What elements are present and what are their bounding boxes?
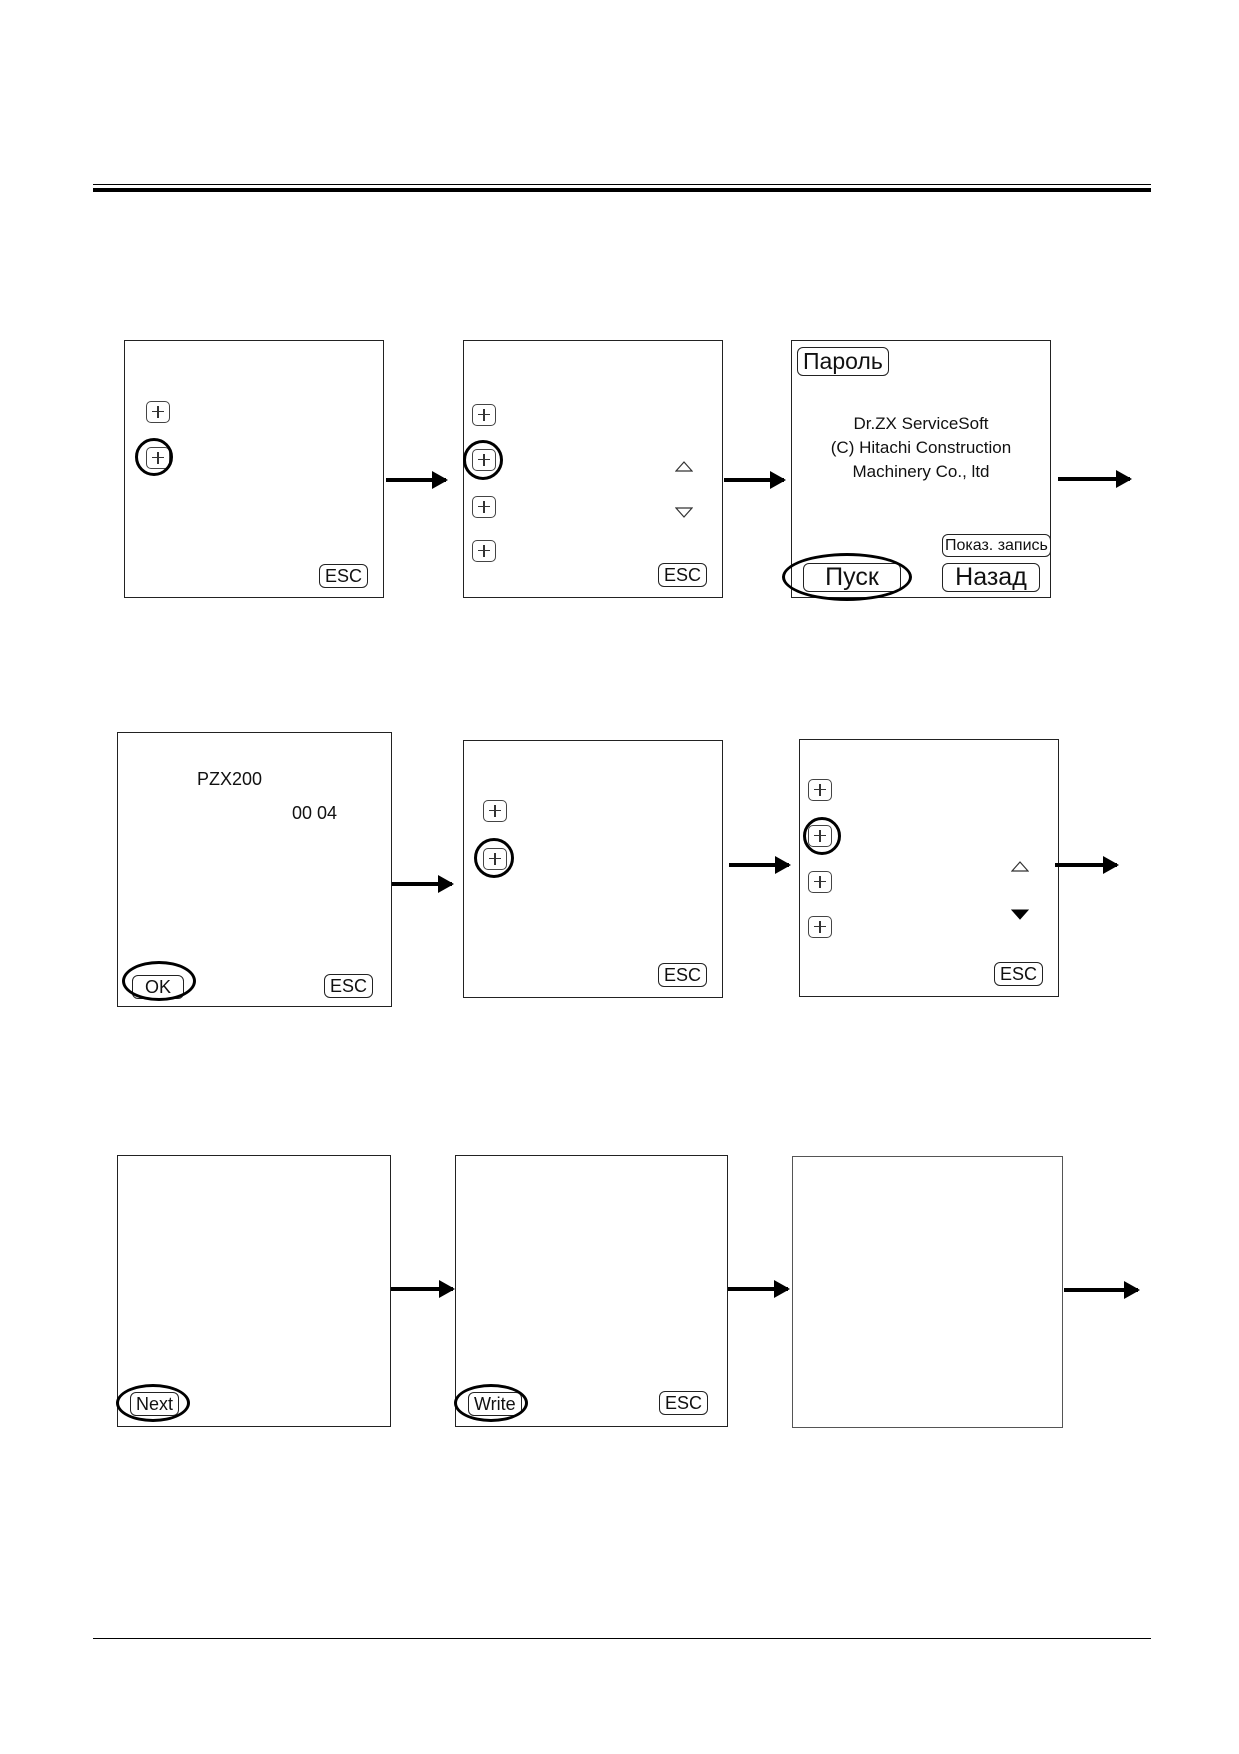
screen-3-splash: Пароль Dr.ZX ServiceSoft (C) Hitachi Con… [782, 340, 1051, 601]
start-button[interactable]: Пуск [803, 563, 901, 592]
flow-arrow [386, 471, 448, 489]
esc-button[interactable]: ESC [324, 974, 374, 998]
password-button[interactable]: Пароль [797, 347, 889, 376]
plus-button-3[interactable] [472, 496, 496, 518]
flow-arrow [392, 875, 454, 893]
flow-arrow [728, 1280, 790, 1298]
screen-7: Next [116, 1155, 391, 1427]
next-button[interactable]: Next [130, 1392, 180, 1416]
scroll-down-filled-icon[interactable] [1011, 909, 1029, 921]
plus-button-1[interactable] [472, 404, 496, 426]
header-rule-thin [93, 184, 1151, 185]
splash-line-3: Machinery Co., ltd [852, 462, 990, 481]
plus-button-1[interactable] [808, 779, 832, 801]
esc-button[interactable]: ESC [319, 564, 369, 588]
flow-arrow [724, 471, 786, 489]
header-rule-thick [93, 188, 1151, 192]
footer-rule [93, 1638, 1151, 1639]
splash-line-2: (C) Hitachi Construction [830, 438, 1012, 457]
plus-button-1[interactable] [483, 800, 507, 822]
plus-button-2[interactable] [808, 825, 832, 847]
plus-button-1[interactable] [146, 401, 170, 423]
plus-button-2[interactable] [483, 848, 507, 870]
esc-button[interactable]: ESC [658, 563, 708, 587]
screen-6: ESC [799, 739, 1059, 997]
write-button[interactable]: Write [468, 1392, 522, 1416]
flow-arrow [1055, 856, 1119, 874]
flow-arrow [1064, 1281, 1140, 1299]
plus-button-4[interactable] [472, 540, 496, 562]
scroll-down-icon[interactable] [675, 507, 693, 519]
plus-button-4[interactable] [808, 916, 832, 938]
plus-button-3[interactable] [808, 871, 832, 893]
ok-button[interactable]: OK [132, 975, 184, 999]
screen-5: ESC [463, 740, 723, 998]
screen-9 [792, 1156, 1063, 1428]
flow-arrow [391, 1280, 455, 1298]
plus-button-2[interactable] [146, 447, 170, 469]
flow-arrow [1058, 470, 1132, 488]
esc-button[interactable]: ESC [994, 962, 1044, 986]
screen-1: ESC [124, 340, 384, 598]
show-record-button[interactable]: Показ. запись [942, 534, 1051, 557]
esc-button[interactable]: ESC [659, 1391, 709, 1415]
back-button[interactable]: Назад [942, 563, 1040, 592]
model-name: PZX200 [197, 769, 263, 789]
plus-button-2[interactable] [472, 449, 496, 471]
screen-8: Write ESC [454, 1155, 728, 1427]
screen-4-model: PZX200 00 04 OK ESC [117, 732, 392, 1007]
esc-button[interactable]: ESC [658, 963, 708, 987]
flow-arrow [729, 856, 791, 874]
model-number: 00 04 [292, 803, 338, 823]
splash-line-1: Dr.ZX ServiceSoft [853, 414, 989, 433]
screen-2: ESC [463, 340, 723, 598]
